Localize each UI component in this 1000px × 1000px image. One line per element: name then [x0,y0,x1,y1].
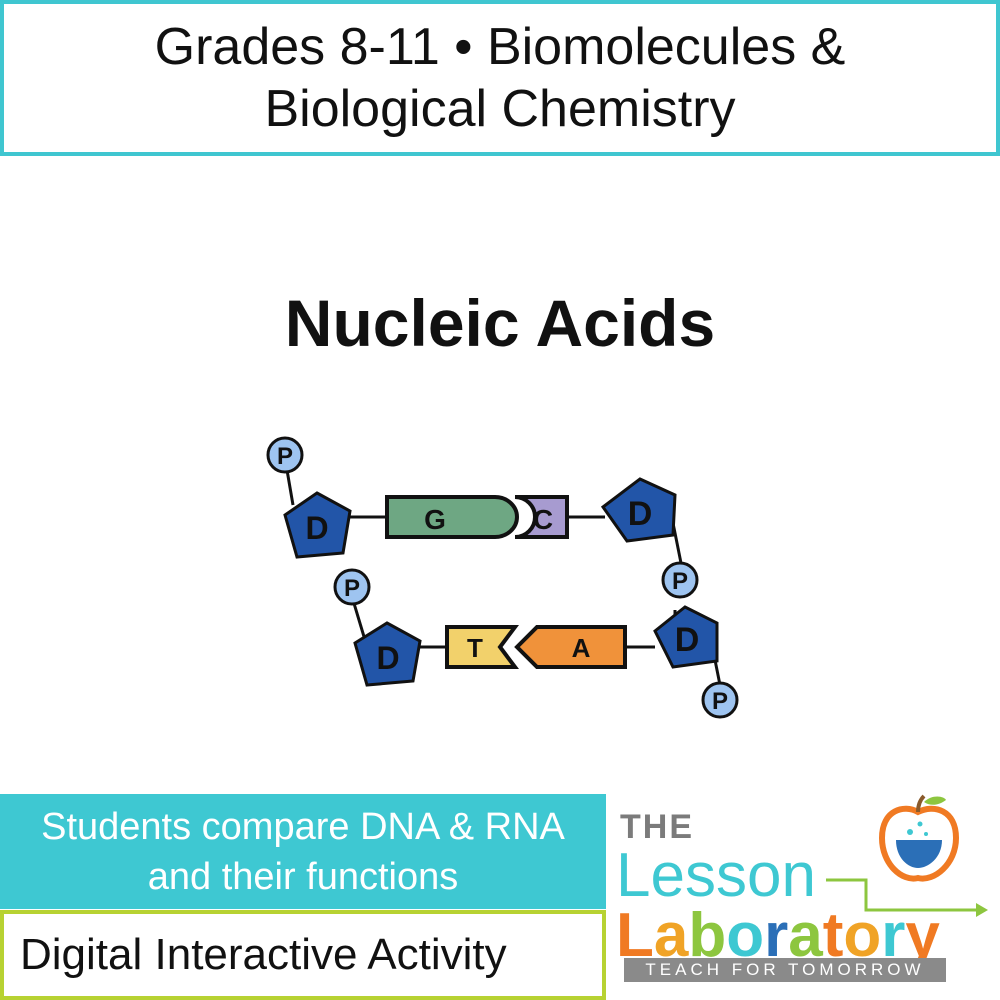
sugar-2: D [600,477,677,543]
phosphate-label-1: P [277,443,293,470]
nucleotide-diagram: G C T A D D D D P P P P [266,436,739,719]
description-banner: Students compare DNA & RNA and their fun… [0,794,606,909]
page-title: Nucleic Acids [284,286,716,360]
guanine-label: G [424,504,446,535]
sugar-label-2: D [628,495,653,533]
cytosine-base [514,495,569,539]
thymine-label: T [467,633,483,663]
phosphate-label-4: P [712,688,728,715]
sugar-label-3: D [376,640,399,676]
apple-flask-icon [878,794,960,882]
activity-label: Digital Interactive Activity [20,930,507,979]
phosphate-4: P [701,681,739,719]
phosphate-label-3: P [344,575,360,602]
header-banner: Grades 8-11 • Biomolecules & Biological … [0,0,1000,156]
sugar-label-4: D [675,621,700,659]
phosphate-1: P [266,436,304,474]
logo-lesson: Lesson [616,841,816,910]
sugar-label-1: D [305,510,328,546]
description-line-1: Students compare DNA & RNA [41,805,565,848]
logo-the: THE [620,808,694,846]
sugar-4: D [653,605,719,669]
guanine-base [385,495,519,539]
sugar-1: D [283,491,352,559]
description-line-2: and their functions [147,855,459,898]
header-line-2: Biological Chemistry [264,80,736,138]
thymine-base [445,625,519,669]
sugar-3: D [353,621,422,687]
phosphate-3: P [333,568,371,606]
adenine-base [514,625,627,669]
lesson-laboratory-logo: THE Lesson Laboratory TEACH FOR TOMORROW [612,790,1000,1000]
logo-laboratory-letter: t [822,901,844,970]
adenine-label: A [572,633,591,663]
logo-arrow [826,878,988,917]
header-line-1: Grades 8-11 • Biomolecules & [154,18,846,76]
cytosine-label: C [533,504,553,535]
phosphate-label-2: P [672,568,688,595]
activity-label-box: Digital Interactive Activity [0,910,606,1000]
logo-tagline: TEACH FOR TOMORROW [624,958,946,982]
phosphate-2: P [661,561,699,599]
